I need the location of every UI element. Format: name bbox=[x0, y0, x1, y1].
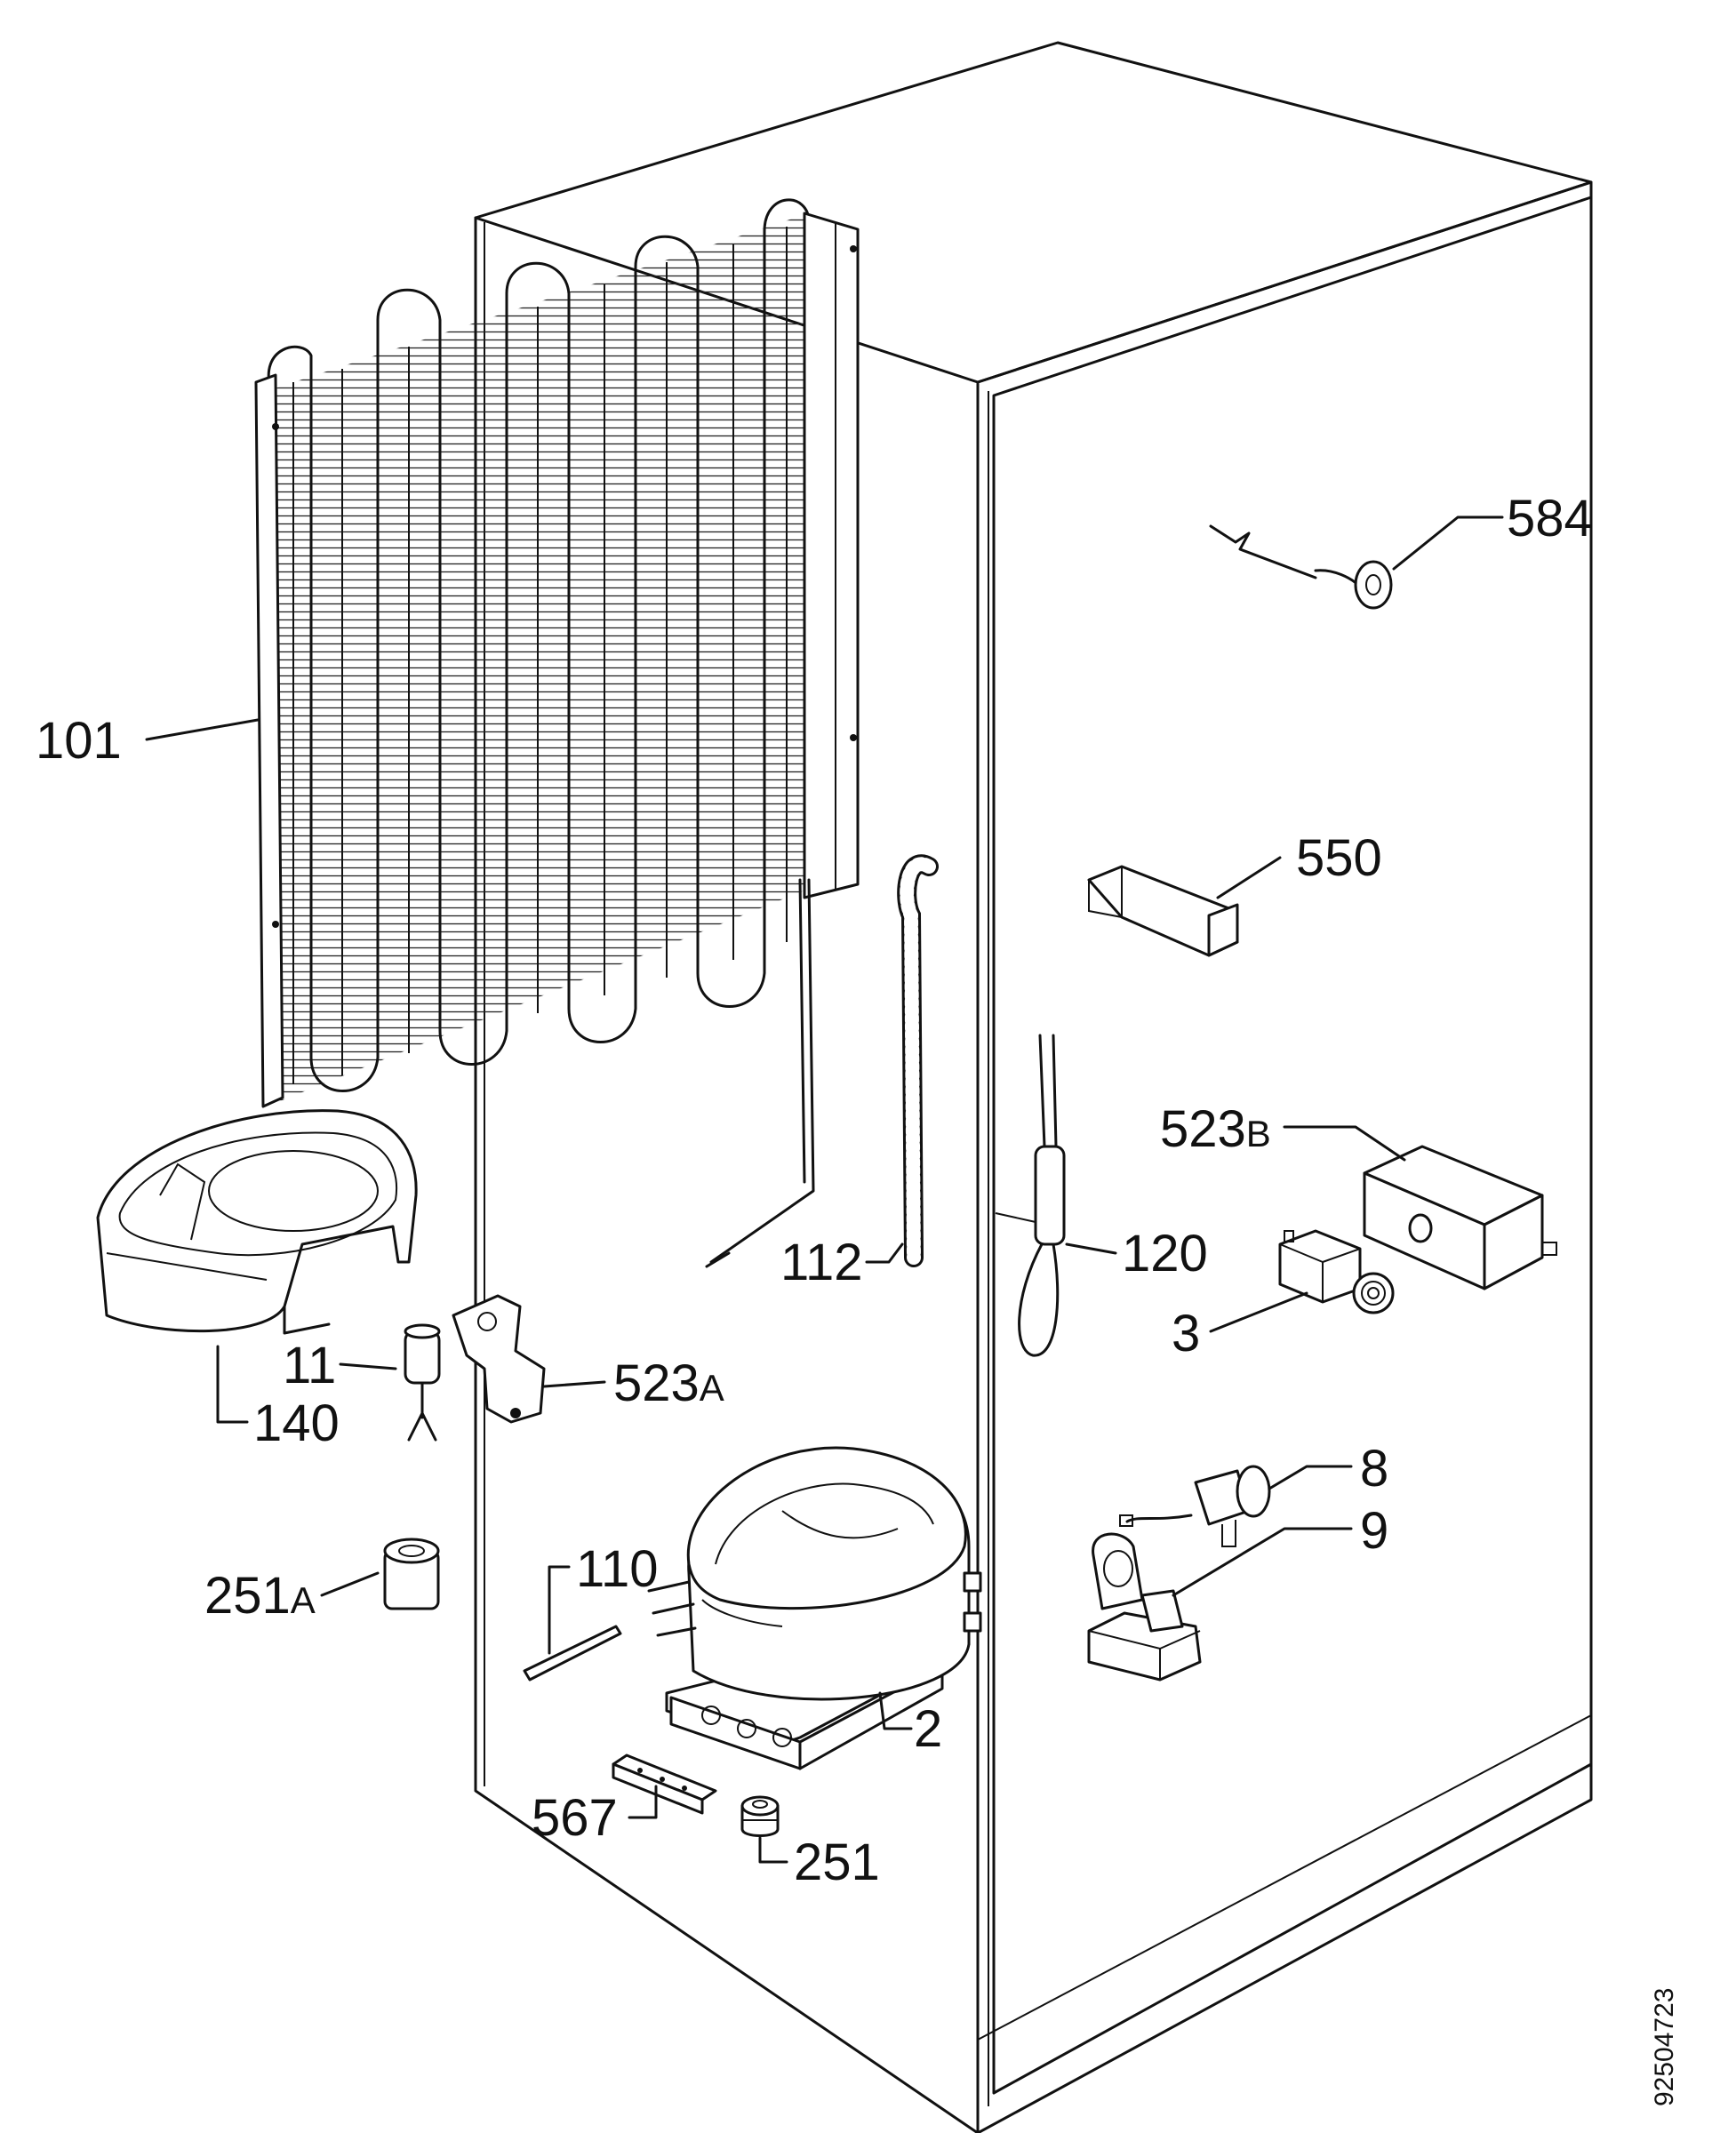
label-3: 3 bbox=[1172, 1305, 1200, 1362]
leader-9 bbox=[1172, 1527, 1353, 1597]
leader-110 bbox=[548, 1565, 571, 1655]
label-110: 110 bbox=[576, 1540, 658, 1598]
leader-11 bbox=[339, 1362, 397, 1370]
label-584: 584 bbox=[1507, 490, 1593, 547]
condenser-101 bbox=[254, 198, 860, 1335]
bracket-523a bbox=[452, 1294, 546, 1424]
leader-251 bbox=[758, 1836, 788, 1864]
label-140: 140 bbox=[253, 1394, 340, 1452]
part-9 bbox=[1087, 1532, 1202, 1682]
label-112: 112 bbox=[780, 1234, 862, 1291]
label-101: 101 bbox=[36, 712, 122, 770]
heater-120 bbox=[995, 1034, 1066, 1357]
label-120: 120 bbox=[1122, 1225, 1208, 1282]
leader-8 bbox=[1268, 1465, 1353, 1490]
plate-567 bbox=[612, 1754, 717, 1815]
compressor-2 bbox=[647, 1446, 982, 1770]
drawing-code: 92504723 bbox=[1650, 1988, 1679, 2106]
leader-550 bbox=[1216, 856, 1282, 899]
leader-112 bbox=[865, 1242, 904, 1264]
leader-2 bbox=[878, 1691, 913, 1730]
label-9: 9 bbox=[1360, 1502, 1388, 1560]
leader-523b bbox=[1283, 1125, 1406, 1162]
leader-140 bbox=[216, 1345, 249, 1424]
drip-tray-140 bbox=[96, 1109, 418, 1333]
leader-567 bbox=[628, 1785, 658, 1819]
label-523b: 523B bbox=[1160, 1100, 1271, 1158]
label-523a: 523A bbox=[613, 1354, 724, 1412]
bracket-550 bbox=[1087, 865, 1239, 957]
label-8: 8 bbox=[1360, 1440, 1388, 1498]
label-251a: 251A bbox=[204, 1567, 316, 1625]
thermostat-3 bbox=[1278, 1229, 1395, 1314]
leader-3 bbox=[1209, 1291, 1308, 1333]
leader-523a bbox=[542, 1380, 606, 1388]
rod-110 bbox=[523, 1625, 622, 1682]
leader-584 bbox=[1392, 515, 1504, 571]
label-11: 11 bbox=[283, 1337, 336, 1394]
label-2: 2 bbox=[914, 1700, 942, 1758]
label-251: 251 bbox=[794, 1833, 880, 1891]
box-523b bbox=[1363, 1145, 1557, 1290]
leader-251a bbox=[320, 1571, 380, 1597]
drain-hose-112 bbox=[897, 854, 939, 1267]
part-251a bbox=[383, 1538, 440, 1610]
leader-101 bbox=[145, 718, 260, 741]
leader-120 bbox=[1065, 1242, 1117, 1255]
part-8 bbox=[1119, 1465, 1271, 1547]
part-11 bbox=[404, 1323, 441, 1442]
label-567: 567 bbox=[532, 1789, 618, 1847]
label-550: 550 bbox=[1296, 829, 1382, 887]
grommet-251 bbox=[740, 1795, 780, 1837]
part-584 bbox=[1209, 524, 1393, 610]
